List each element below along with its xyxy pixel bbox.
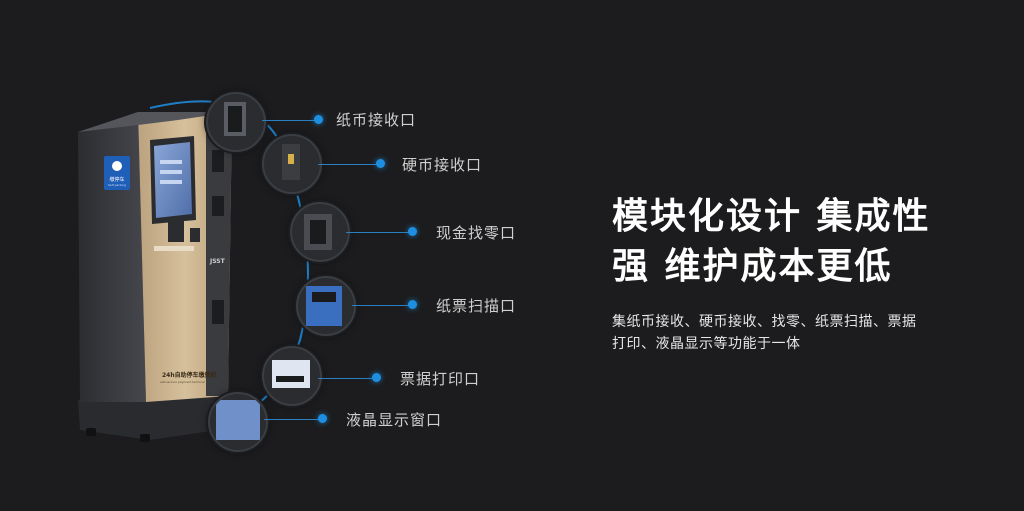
callout-label-coin-acceptor: 硬币接收口 xyxy=(402,156,483,174)
callout-line-coin xyxy=(318,164,378,165)
callout-dot-change xyxy=(408,227,417,236)
callout-dot-scanner xyxy=(408,300,417,309)
description: 集纸币接收、硬币接收、找零、纸票扫描、票据 打印、液晶显示等功能于一体 xyxy=(612,311,942,355)
headline-line-1: 模块化设计 集成性 xyxy=(612,196,931,237)
callout-dot-coin xyxy=(376,159,385,168)
side-badge-label: 缴停车 xyxy=(109,177,125,183)
callout-label-receipt-printer: 票据打印口 xyxy=(400,370,481,388)
machine-panel-text: 24h自助停车缴费机 xyxy=(162,372,217,379)
callout-label-change-dispenser: 现金找零口 xyxy=(436,224,517,242)
callout-label-bill-acceptor: 纸币接收口 xyxy=(336,111,417,129)
lcd-display-thumbnail xyxy=(208,392,268,452)
callout-dot-lcd xyxy=(318,414,327,423)
machine-brand: JSST xyxy=(210,258,225,265)
change-dispenser-thumbnail xyxy=(290,202,350,262)
callout-line-scanner xyxy=(352,305,410,306)
callout-line-change xyxy=(346,232,410,233)
headline-line-2: 强 维护成本更低 xyxy=(612,246,893,287)
callout-line-lcd xyxy=(264,419,320,420)
machine-panel-subtext: self-service payment terminal xyxy=(160,380,205,384)
callout-line-bill xyxy=(262,120,316,121)
ticket-scanner-thumbnail xyxy=(296,276,356,336)
callout-label-lcd-display: 液晶显示窗口 xyxy=(346,411,443,429)
receipt-printer-thumbnail xyxy=(262,346,322,406)
payment-kiosk-illustration xyxy=(78,112,232,442)
callout-dot-printer xyxy=(372,373,381,382)
callout-line-printer xyxy=(318,378,374,379)
callout-label-ticket-scanner: 纸票扫描口 xyxy=(436,297,517,315)
description-line-2: 打印、液晶显示等功能于一体 xyxy=(612,336,801,352)
description-line-1: 集纸币接收、硬币接收、找零、纸票扫描、票据 xyxy=(612,314,917,330)
callout-dot-bill xyxy=(314,115,323,124)
coin-acceptor-thumbnail xyxy=(262,134,322,194)
side-badge-sublabel: Self parking xyxy=(108,183,126,187)
headline: 模块化设计 集成性 强 维护成本更低 xyxy=(612,192,931,292)
bill-acceptor-thumbnail xyxy=(206,92,266,152)
